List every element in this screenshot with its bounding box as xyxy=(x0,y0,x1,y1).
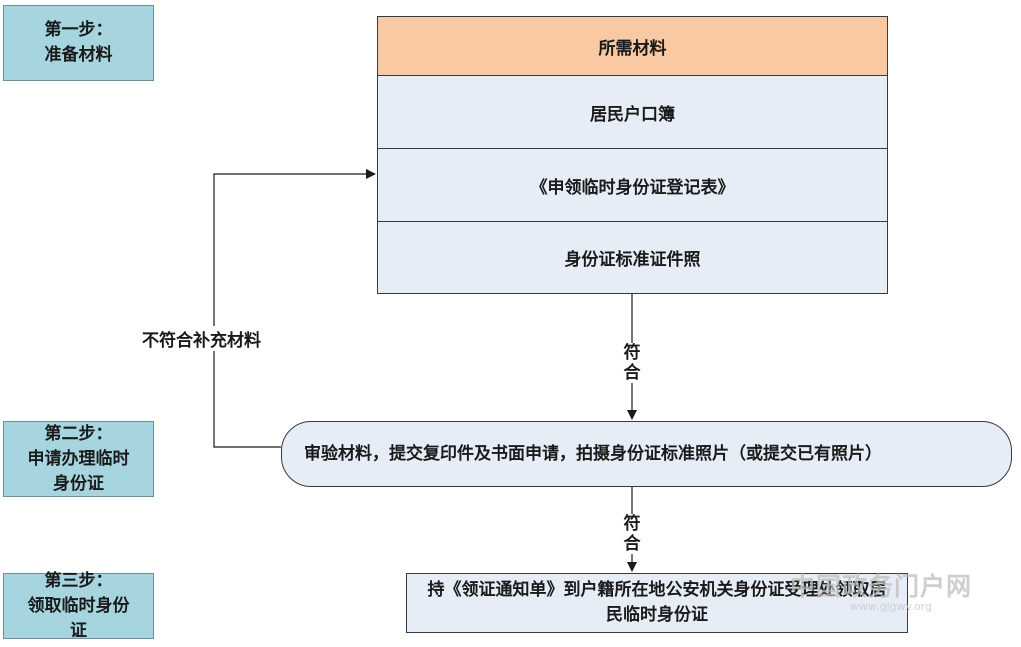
step-three-title: 第三步： xyxy=(44,570,113,591)
step-two-title: 第二步： xyxy=(44,423,113,444)
materials-table: 所需材料 居民户口簿 《申领临时身份证登记表》 身份证标准证件照 xyxy=(377,16,888,294)
step-two-text-line1: 申请办理临时 xyxy=(27,448,130,469)
pass-label-one: 符合 xyxy=(621,343,643,383)
process-box: 审验材料，提交复印件及书面申请，拍摄身份证标准照片（或提交已有照片） xyxy=(281,421,1012,487)
final-text: 持《领证通知单》到户籍所在地公安机关身份证受理处领取居民临时身份证 xyxy=(427,580,887,625)
material-item-application-form: 《申领临时身份证登记表》 xyxy=(378,149,887,222)
materials-header: 所需材料 xyxy=(378,17,887,76)
return-arrow xyxy=(213,169,376,448)
watermark-url: www.gjgwy.org xyxy=(850,600,932,613)
step-three-text-line1: 领取临时身份 xyxy=(27,595,130,616)
material-item-id-photo: 身份证标准证件照 xyxy=(564,250,701,270)
process-text: 审验材料，提交复印件及书面申请，拍摄身份证标准照片（或提交已有照片） xyxy=(304,444,882,464)
step-one-title: 第一步： xyxy=(44,20,113,40)
material-item-household-register: 居民户口簿 xyxy=(378,76,887,149)
final-box: 持《领证通知单》到户籍所在地公安机关身份证受理处领取居民临时身份证 xyxy=(406,573,908,633)
step-three-text-line2: 证 xyxy=(70,620,87,641)
return-label: 不符合补充材料 xyxy=(140,326,263,351)
step-one-box: 第一步： 准备材料 xyxy=(3,5,154,81)
step-three-box: 第三步： 领取临时身份 证 xyxy=(3,571,154,641)
watermark: 中国政务门户网 xyxy=(790,572,973,601)
step-two-text-line2: 身份证 xyxy=(53,473,104,494)
step-one-text: 准备材料 xyxy=(44,45,113,65)
step-two-box: 第二步： 申请办理临时 身份证 xyxy=(3,421,154,497)
pass-label-two: 符合 xyxy=(621,514,643,554)
